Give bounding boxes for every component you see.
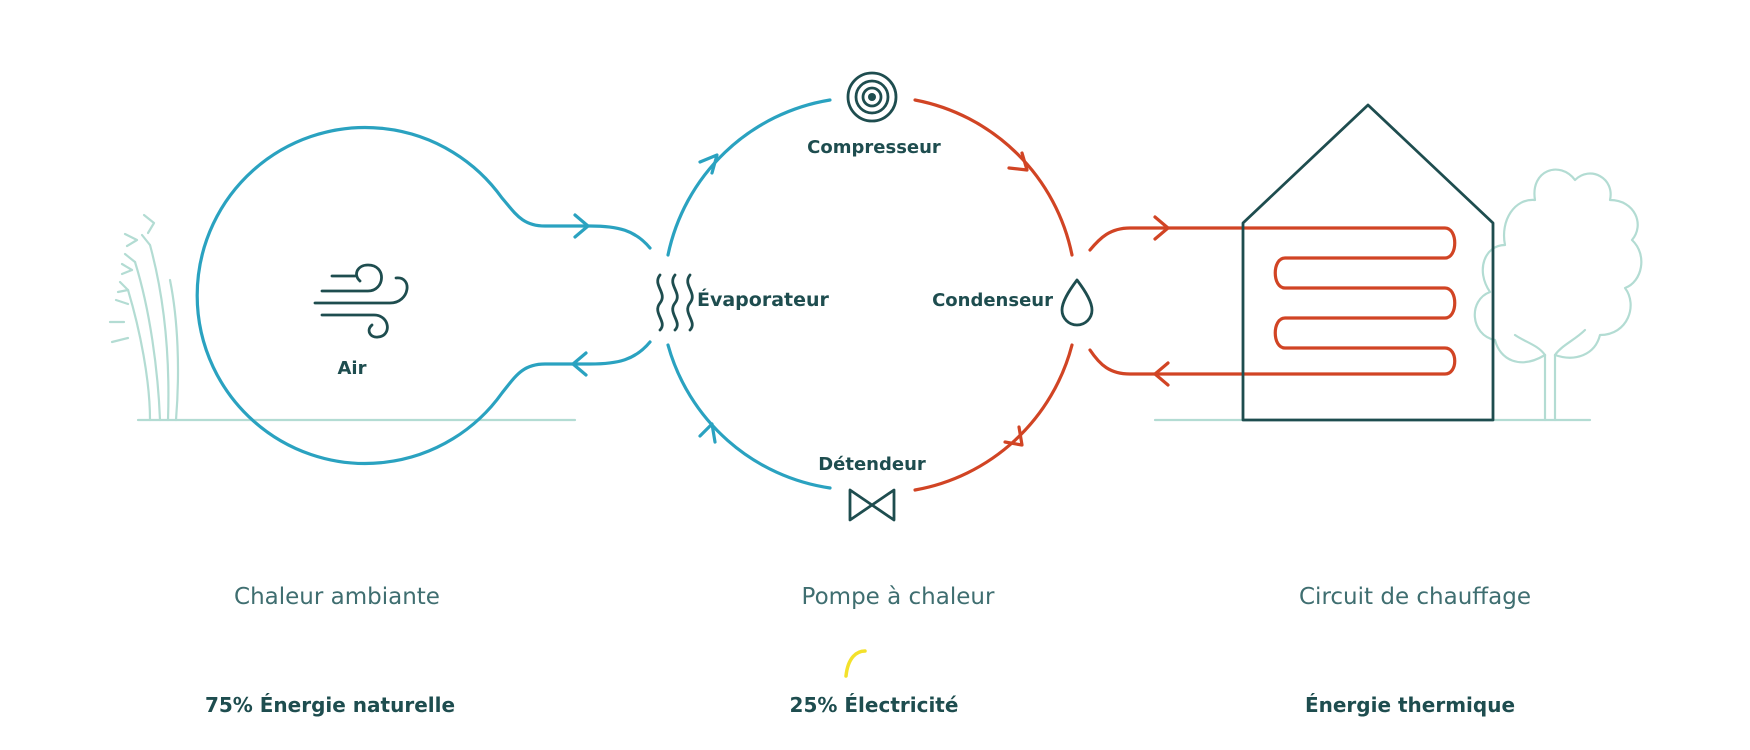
wind-icon <box>313 263 409 339</box>
house-icon <box>1241 103 1495 422</box>
heat-pump-cycle <box>666 98 1074 492</box>
energy-thermal: Énergie thermique <box>1305 693 1515 717</box>
section-heat-pump: Pompe à chaleur <box>802 584 995 610</box>
droplet-icon <box>1060 278 1094 327</box>
heat-waves-icon <box>656 273 694 332</box>
label-air: Air <box>338 358 367 379</box>
air-loop <box>195 125 652 466</box>
section-ambient-heat: Chaleur ambiante <box>234 584 440 610</box>
label-compressor: Compresseur <box>807 137 941 158</box>
energy-electricity: 25% Électricité <box>790 693 959 717</box>
grass-icon <box>108 213 180 422</box>
heating-circuit-loop <box>1088 215 1457 387</box>
label-condenser: Condenseur <box>932 290 1053 311</box>
label-evaporator: Évaporateur <box>697 288 830 311</box>
target-icon <box>846 71 898 123</box>
label-expansion-valve: Détendeur <box>818 454 926 475</box>
arrow-out <box>571 351 588 377</box>
arrow-in <box>573 213 590 239</box>
tree-icon <box>1473 168 1643 422</box>
section-heating-circuit: Circuit de chauffage <box>1299 584 1531 610</box>
energy-natural: 75% Énergie naturelle <box>205 693 455 717</box>
electricity-input-line <box>844 649 867 678</box>
energy-bar <box>153 647 1578 678</box>
valve-icon <box>848 488 896 522</box>
